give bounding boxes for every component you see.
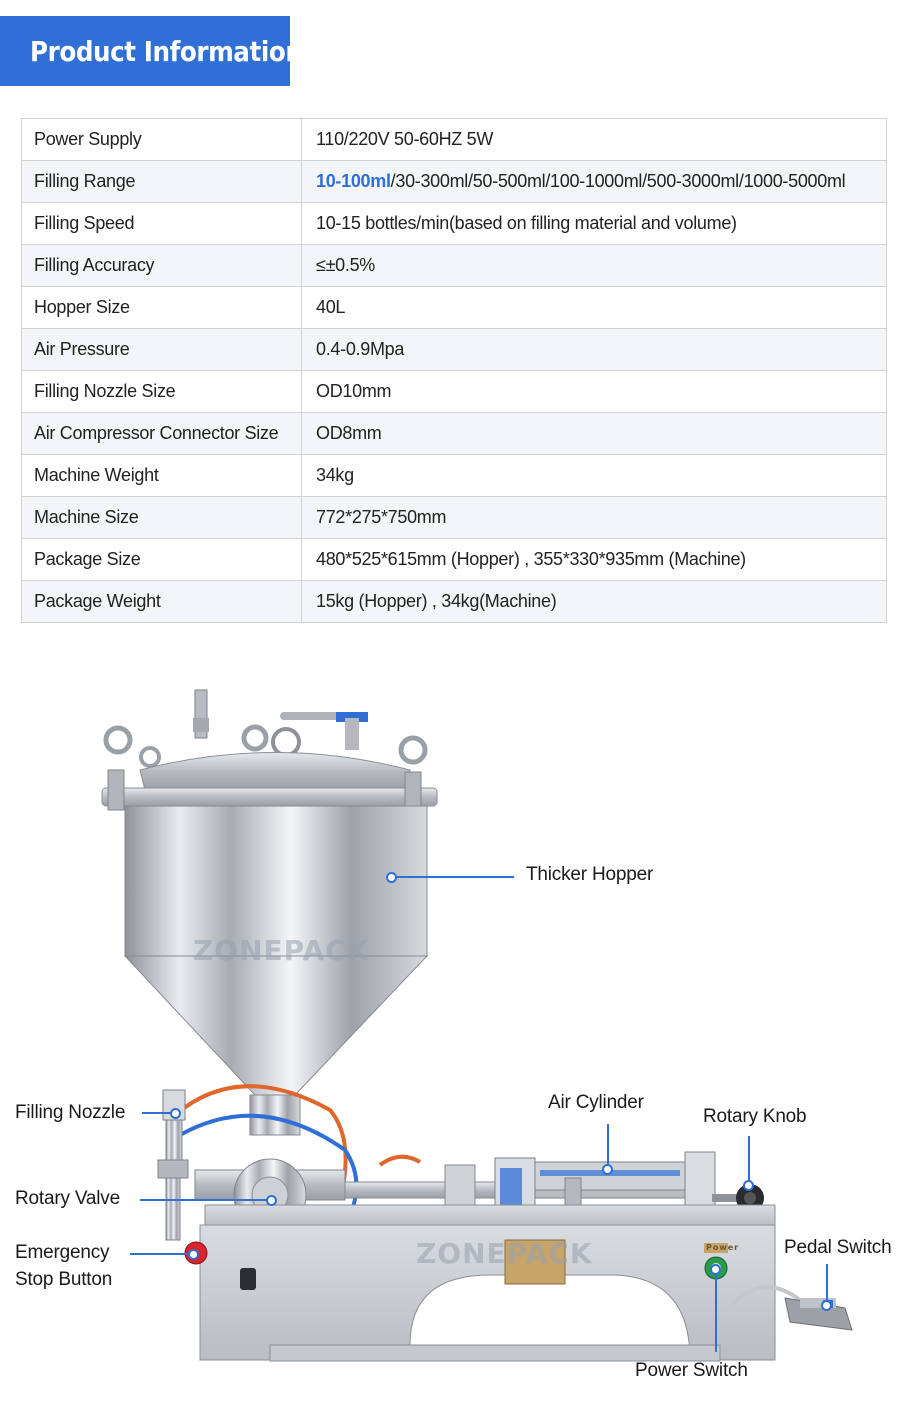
spec-key: Air Compressor Connector Size [21, 412, 302, 455]
valve-marker-icon [266, 1195, 277, 1206]
banner-title: Product Information [30, 34, 303, 68]
spec-value: OD8mm [301, 412, 887, 455]
product-information-banner: Product Information [0, 16, 303, 86]
spec-key: Package Size [21, 538, 302, 581]
nozzle-leader [142, 1112, 174, 1114]
hopper-watermark: ZONEPACK [193, 934, 370, 967]
hopper-marker-icon [386, 872, 397, 883]
spec-key: Filling Accuracy [21, 244, 302, 287]
spec-key: Hopper Size [21, 286, 302, 329]
spec-value: 15kg (Hopper) , 34kg(Machine) [301, 580, 887, 623]
power-leader [715, 1270, 717, 1352]
cylinder-marker-icon [602, 1164, 613, 1175]
table-row: Filling Accuracy≤±0.5% [21, 244, 887, 287]
power-plate-label: Power [706, 1243, 740, 1252]
spec-value: 0.4-0.9Mpa [301, 328, 887, 371]
spec-key: Filling Nozzle Size [21, 370, 302, 413]
spec-key: Filling Range [21, 160, 302, 203]
spec-value: 772*275*750mm [301, 496, 887, 539]
hopper-lid [101, 689, 438, 813]
spec-key: Power Supply [21, 118, 302, 161]
callout-emergency-line1: Emergency [15, 1242, 110, 1263]
spec-value: 10-15 bottles/min(based on filling mater… [301, 202, 887, 245]
body-watermark: ZONEPACK [416, 1237, 593, 1270]
spec-value-rest: /30-300ml/50-500ml/100-1000ml/500-3000ml… [390, 171, 846, 191]
cylinder-leader [607, 1124, 609, 1168]
spec-value: 40L [301, 286, 887, 329]
spec-key: Machine Weight [21, 454, 302, 497]
machine-drawing [101, 689, 853, 1362]
knob-marker-icon [743, 1180, 754, 1191]
hopper [123, 805, 429, 1136]
machine-illustration: ZONEPACK ZONEPACK Power Thicker Hopper F… [0, 640, 900, 1410]
callout-filling-nozzle: Filling Nozzle [15, 1102, 126, 1123]
callout-emergency-line2: Stop Button [15, 1269, 113, 1290]
callout-thicker-hopper: Thicker Hopper [526, 864, 654, 885]
spec-value: OD10mm [301, 370, 887, 413]
nozzle-marker-icon [170, 1108, 181, 1119]
spec-value: ≤±0.5% [301, 244, 887, 287]
power-marker-icon [710, 1264, 721, 1275]
estop-marker-icon [188, 1249, 199, 1260]
hopper-leader [392, 876, 514, 878]
spec-key: Air Pressure [21, 328, 302, 371]
callout-pedal-switch: Pedal Switch [784, 1237, 892, 1258]
spec-value-highlight: 10-100ml [316, 171, 391, 191]
machine-body [199, 1204, 776, 1362]
spec-key: Machine Size [21, 496, 302, 539]
valve-leader [140, 1199, 270, 1201]
callout-air-cylinder: Air Cylinder [548, 1092, 644, 1113]
pedal-leader [826, 1264, 828, 1304]
callout-power-switch: Power Switch [635, 1360, 748, 1381]
estop-leader [130, 1253, 192, 1255]
pedal-marker-icon [821, 1300, 832, 1311]
spec-value: 110/220V 50-60HZ 5W [301, 118, 887, 161]
spec-value: 34kg [301, 454, 887, 497]
callout-rotary-valve: Rotary Valve [15, 1188, 120, 1209]
spec-key: Filling Speed [21, 202, 302, 245]
spec-value: 480*525*615mm (Hopper) , 355*330*935mm (… [301, 538, 887, 581]
knob-leader [748, 1136, 750, 1184]
spec-value: 10-100ml/30-300ml/50-500ml/100-1000ml/50… [301, 160, 887, 203]
callout-rotary-knob: Rotary Knob [703, 1106, 807, 1127]
spec-key: Package Weight [21, 580, 302, 623]
